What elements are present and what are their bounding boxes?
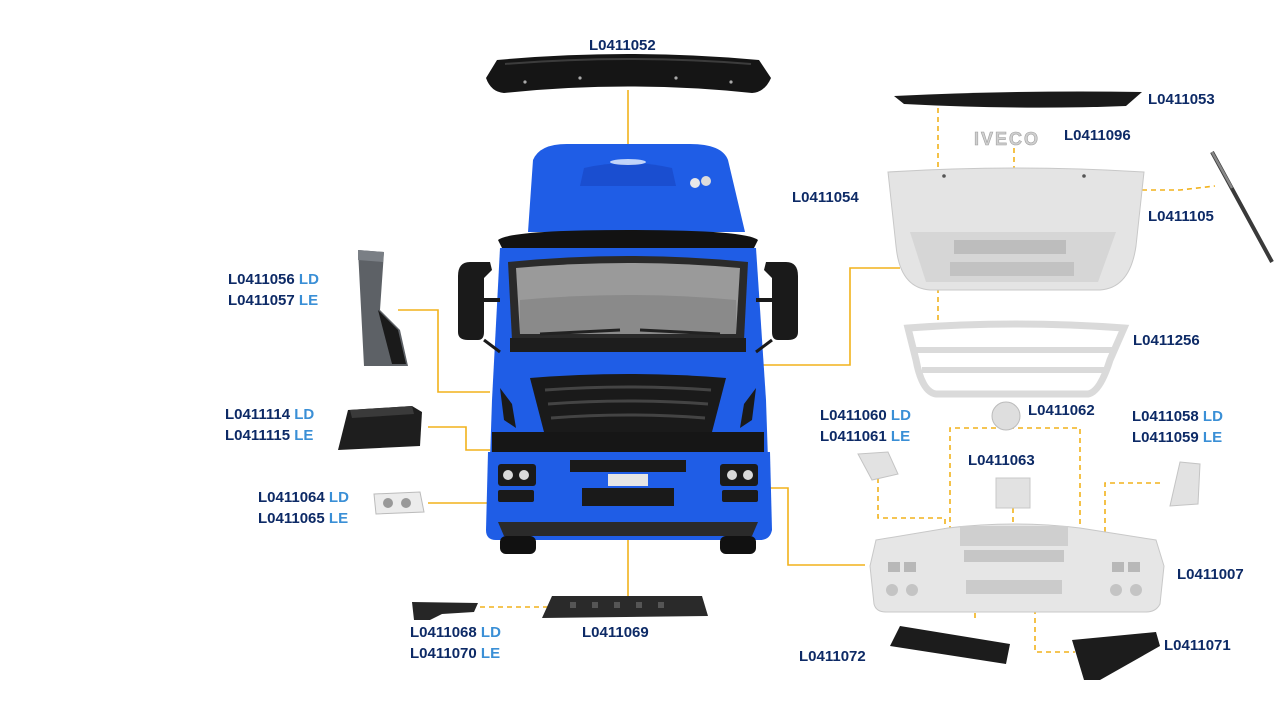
- label-l0411060: L0411060 LD: [820, 407, 911, 424]
- sun-visor-part: [486, 54, 771, 93]
- label-l0411070: L0411070 LE: [410, 645, 501, 662]
- label-l0411105: L0411105: [1148, 208, 1214, 225]
- truck-illustration: [458, 143, 798, 554]
- fog-light-bezel-part: [373, 491, 425, 515]
- front-panel-part: [887, 167, 1145, 291]
- label-l0411068: L0411068 LD: [410, 624, 501, 641]
- grille-frame-part: [903, 320, 1130, 398]
- label-l0411058: L0411058 LD: [1132, 408, 1223, 425]
- leader-l0411056: [398, 309, 490, 393]
- label-l0411114: L0411114 LD: [225, 406, 315, 423]
- leader-l0411114: [428, 426, 490, 451]
- label-l0411065: L0411065 LE: [258, 510, 349, 527]
- iveco-logo-text: IVECO: [974, 129, 1040, 149]
- label-l0411096: L0411096: [1064, 127, 1131, 144]
- dash-l0411058: [1104, 482, 1160, 545]
- label-l0411057: L0411057 LE: [228, 292, 319, 309]
- label-l0411256: L0411256: [1133, 332, 1200, 349]
- step-cover-part: [338, 406, 422, 450]
- leader-l0411054: [712, 267, 900, 366]
- label-l0411061: L0411061 LE: [820, 428, 911, 445]
- corner-deflector-part: [358, 250, 408, 366]
- upper-trim-strip-part: [894, 91, 1142, 108]
- gas-strut-part: [1210, 151, 1274, 263]
- dash-l0411105: [1142, 185, 1216, 191]
- left-bumper-cover-part: [857, 451, 899, 481]
- front-bumper-part: [869, 523, 1165, 613]
- label-l0411007: L0411007: [1177, 566, 1244, 583]
- label-l0411064: L0411064 LD: [258, 489, 349, 506]
- step-plate-right-part: [1072, 632, 1160, 680]
- label-l0411063: L0411063: [968, 452, 1035, 469]
- label-l0411071: L0411071: [1164, 637, 1231, 654]
- label-l0411053: L0411053: [1148, 91, 1215, 108]
- label-l0411054: L0411054: [792, 189, 859, 206]
- lower-spoiler-part: [542, 596, 708, 618]
- label-l0411115: L0411115 LE: [225, 427, 314, 444]
- step-plate-left-part: [890, 626, 1010, 664]
- label-l0411059: L0411059 LE: [1132, 429, 1223, 446]
- label-l0411062: L0411062: [1028, 402, 1095, 419]
- label-l0411056: L0411056 LD: [228, 271, 319, 288]
- right-bumper-cover-part: [1169, 461, 1201, 507]
- lower-corner-part: [412, 602, 478, 620]
- center-cover-part: [995, 477, 1031, 509]
- iveco-logo-part: IVECO: [974, 129, 1040, 150]
- label-l0411052: L0411052: [589, 37, 656, 54]
- label-l0411072: L0411072: [799, 648, 866, 665]
- dash-l0411060: [877, 478, 946, 555]
- round-cap-part: [991, 401, 1021, 431]
- label-l0411069: L0411069: [582, 624, 649, 641]
